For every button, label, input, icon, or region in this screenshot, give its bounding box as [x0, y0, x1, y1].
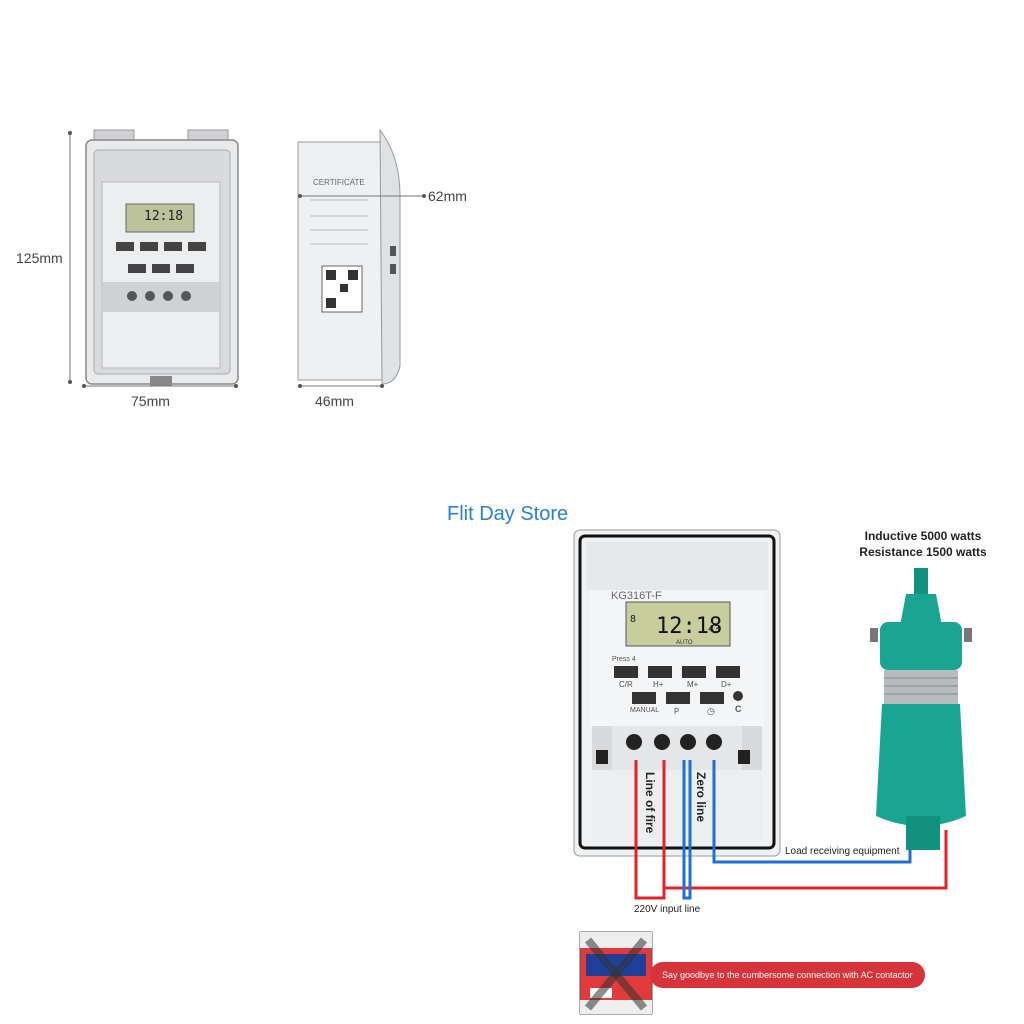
store-name: Flit Day Store	[447, 503, 569, 525]
fire-line-label: Line of fire	[643, 772, 657, 834]
contactor-banner: Say goodbye to the cumbersome connection…	[650, 962, 925, 988]
btn-label-manual: MANUAL	[630, 707, 660, 714]
btn-label-timer: ◷	[707, 706, 715, 716]
btn-label-cr: C/R	[619, 680, 633, 689]
front-view-time: 12:18	[144, 209, 184, 224]
height-dimension-line	[68, 131, 72, 384]
device-press-hint: Press 4	[612, 656, 636, 663]
timer-device-image	[573, 529, 781, 857]
zero-line-label: Zero line	[694, 772, 708, 823]
side-certificate-label: CERTIFICATE	[313, 178, 365, 187]
side-width-label: 46mm	[315, 393, 354, 409]
btn-label-d: D+	[721, 680, 732, 689]
device-mode: AUTO	[676, 640, 693, 646]
front-width-label: 75mm	[131, 393, 170, 409]
btn-label-clear: C	[735, 704, 742, 714]
fire-wire-to-load	[662, 760, 948, 890]
ac-contactor-image	[579, 931, 653, 1015]
depth-dimension-line	[298, 194, 426, 198]
load-rating-resistance: Resistance 1500 watts	[859, 545, 987, 559]
side-width-dimension-line	[298, 384, 384, 388]
btn-label-p: P	[674, 707, 680, 716]
side-view-image	[297, 128, 401, 385]
btn-label-h: H+	[653, 680, 664, 689]
input-line-label: 220V input line	[634, 904, 701, 915]
height-label: 125mm	[16, 250, 63, 266]
device-day: 8	[630, 614, 637, 625]
front-width-dimension-line	[82, 384, 238, 388]
depth-label: 62mm	[428, 188, 467, 204]
load-rating: Inductive 5000 watts Resistance 1500 wat…	[850, 528, 996, 560]
zero-wire-loop	[682, 760, 692, 900]
wiring-lines	[634, 760, 948, 900]
device-seconds: 43	[708, 624, 721, 635]
load-rating-inductive: Inductive 5000 watts	[864, 529, 982, 543]
front-view-image	[85, 129, 239, 386]
btn-label-m: M+	[687, 680, 699, 689]
device-model: KG316T-F	[611, 590, 662, 602]
load-equipment-label: Load receiving equipment	[785, 846, 900, 857]
device-time: 12:18	[656, 614, 723, 639]
water-pump-image	[870, 568, 972, 850]
